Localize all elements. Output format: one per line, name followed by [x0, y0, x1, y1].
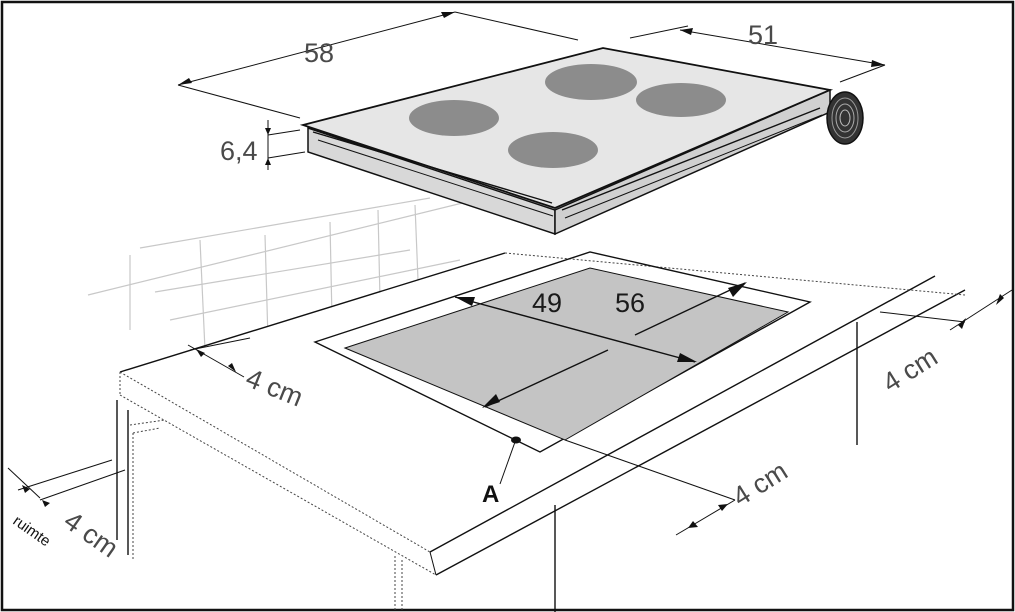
clearance-right: 4 cm — [877, 289, 1013, 398]
clearance-front-label: 4 cm — [727, 456, 793, 512]
dim-49-label: 49 — [532, 288, 562, 318]
space-label: ruimte — [10, 512, 54, 550]
dimension-width-58: 58 — [177, 11, 579, 119]
dim-58-label: 58 — [304, 38, 334, 68]
burner-front — [508, 132, 598, 168]
clearance-space-label: 4 cm — [59, 505, 124, 563]
dimension-height-6-4: 6,4 — [220, 120, 306, 170]
wall-tiles — [87, 194, 496, 351]
dimension-cutout-56: 56 — [454, 288, 697, 363]
dim-6-4-label: 6,4 — [220, 136, 258, 166]
clearance-right-label: 4 cm — [877, 342, 943, 398]
cutout-outline — [313, 251, 812, 453]
dimension-cutout-49: 49 — [482, 282, 747, 408]
burner-rear — [545, 64, 637, 100]
point-a-marker: A — [482, 436, 521, 508]
burner-left — [409, 100, 499, 136]
cable-reel-icon — [826, 91, 864, 145]
cooktop — [299, 47, 834, 236]
point-a-label: A — [482, 481, 499, 508]
dim-56-label: 56 — [615, 288, 645, 318]
clearance-space: ruimte 4 cm — [7, 459, 126, 563]
dimension-depth-51: 51 — [629, 20, 886, 83]
burner-right — [636, 83, 726, 117]
dim-51-label: 51 — [748, 20, 778, 50]
cutout-opening — [343, 267, 790, 441]
